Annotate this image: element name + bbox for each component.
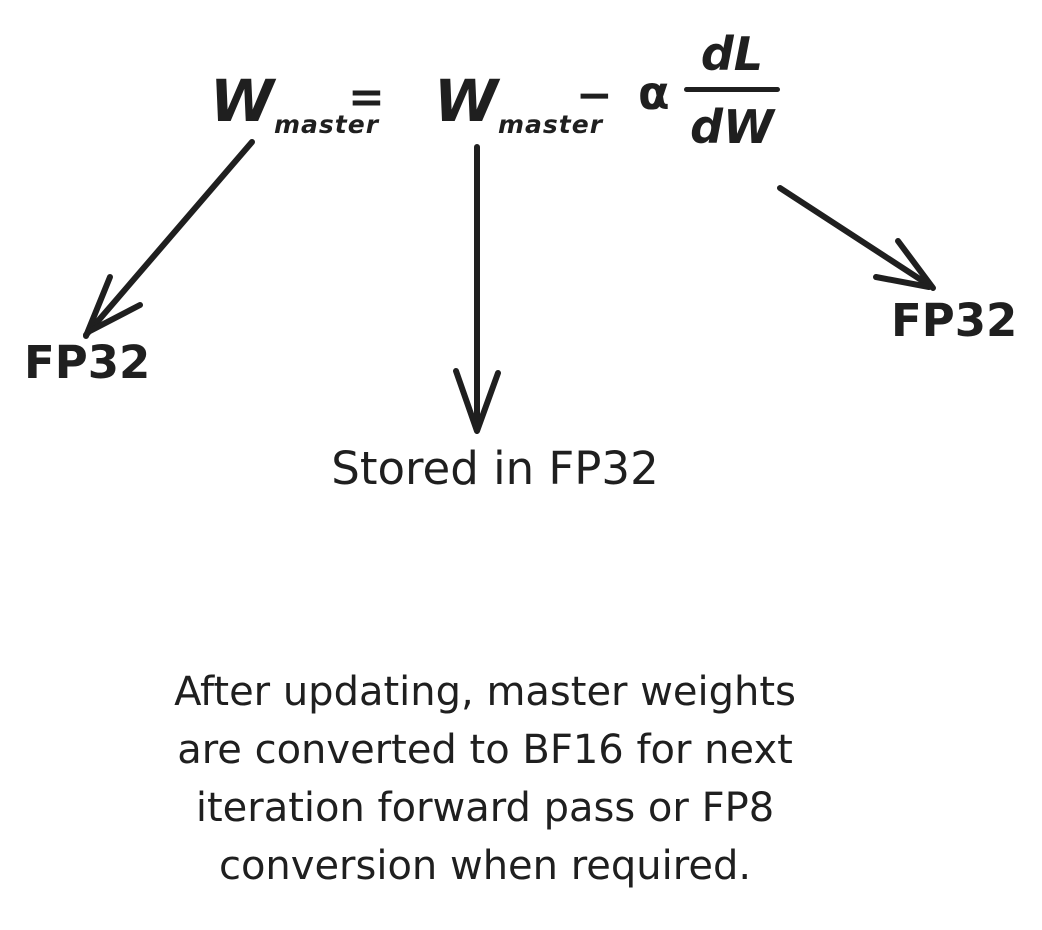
fraction-bar bbox=[684, 87, 780, 92]
fp32-label-left: FP32 bbox=[24, 336, 151, 389]
gradient-denominator: dW bbox=[690, 100, 774, 154]
gradient-numerator: dL bbox=[700, 27, 764, 81]
arrow-to-left-fp32 bbox=[83, 139, 255, 339]
rhs-master-weight-term: Wmaster bbox=[434, 72, 603, 137]
gradient-fraction: dL dW bbox=[684, 24, 780, 157]
arrow-to-right-fp32 bbox=[777, 185, 936, 291]
caption-line-4: conversion when required. bbox=[218, 843, 752, 889]
caption-line-2: are converted to BF16 for next bbox=[177, 727, 793, 773]
rhs-weight-symbol: W bbox=[434, 67, 498, 135]
lhs-weight-subscript: master bbox=[273, 110, 380, 139]
lhs-master-weight-term: Wmaster bbox=[210, 72, 379, 137]
caption-line-1: After updating, master weights bbox=[174, 669, 796, 715]
lhs-weight-symbol: W bbox=[210, 67, 274, 135]
caption-line-3: iteration forward pass or FP8 bbox=[195, 785, 775, 831]
fp32-label-right: FP32 bbox=[891, 294, 1018, 347]
stored-in-fp32-label: Stored in FP32 bbox=[331, 442, 659, 495]
learning-rate-alpha: α bbox=[638, 66, 670, 120]
equals-sign: = bbox=[348, 72, 385, 123]
rhs-weight-subscript: master bbox=[497, 110, 604, 139]
minus-sign: − bbox=[576, 70, 613, 121]
caption-paragraph: After updating, master weights are conve… bbox=[90, 663, 880, 895]
arrow-to-stored-fp32 bbox=[453, 144, 501, 434]
